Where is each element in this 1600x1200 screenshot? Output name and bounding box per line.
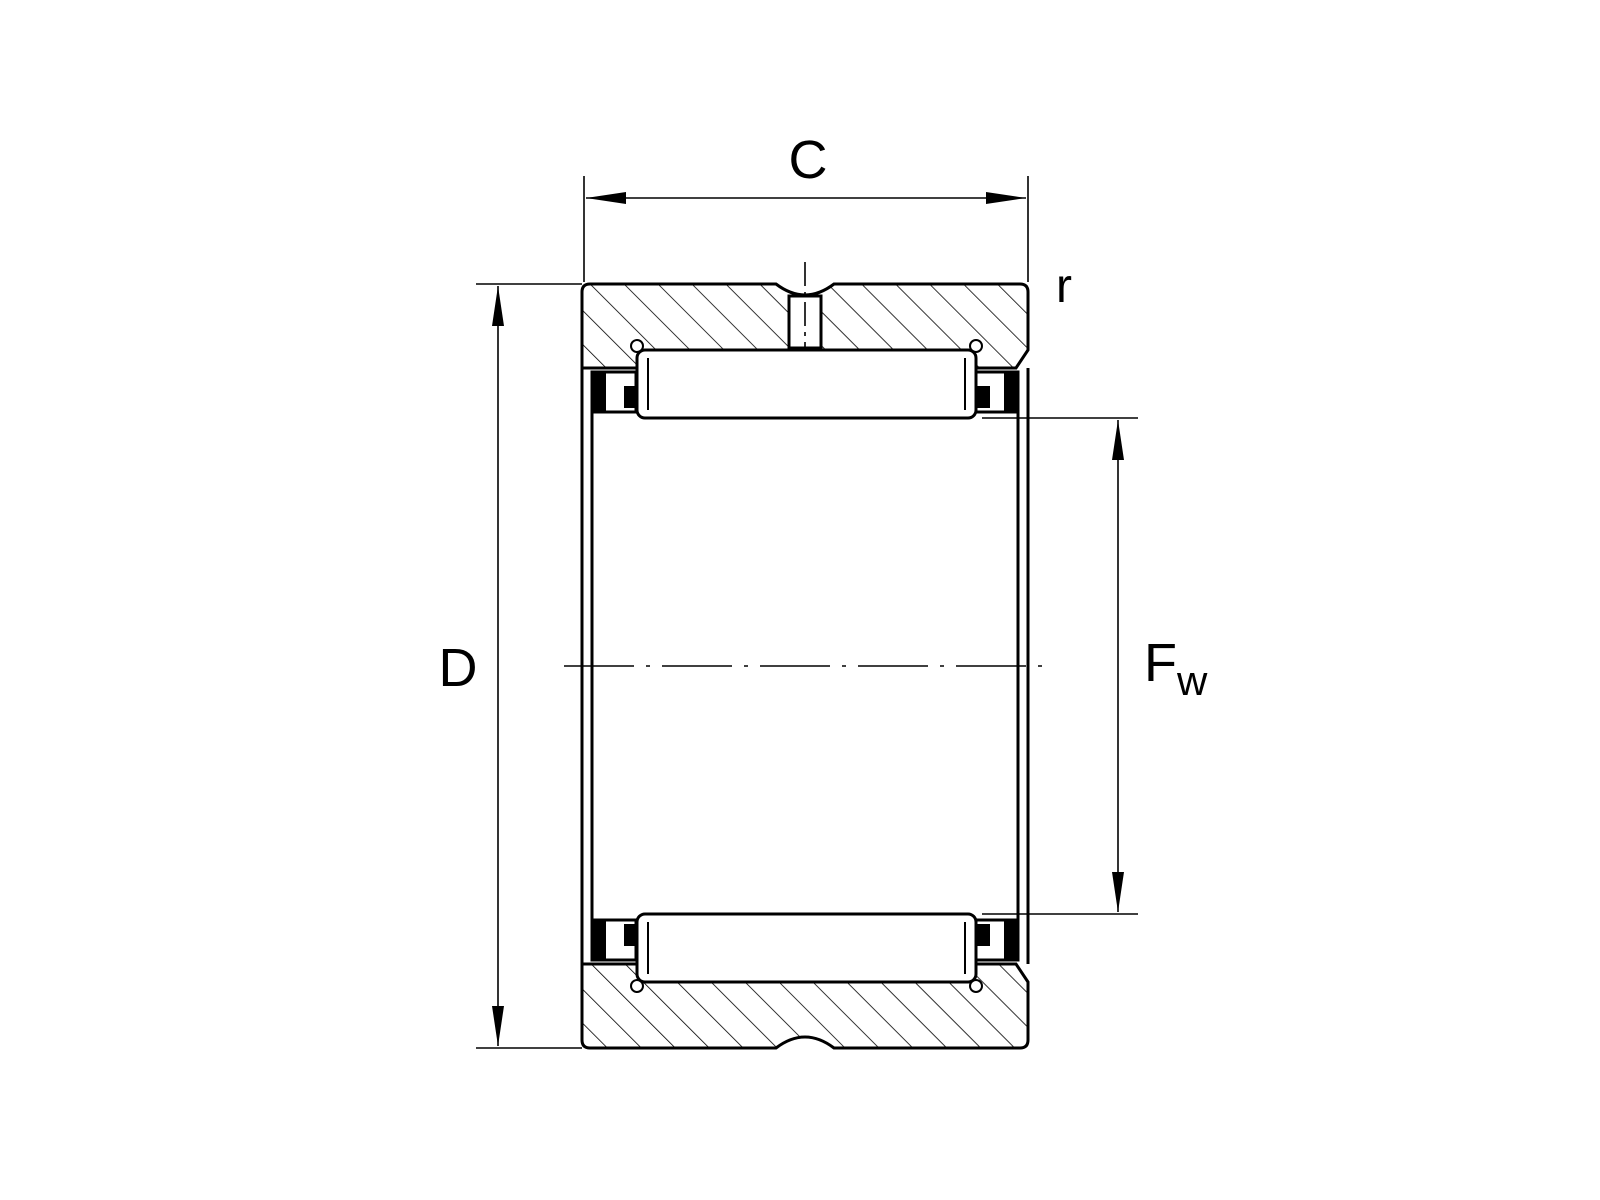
outer-ring-bottom xyxy=(580,962,1030,1050)
needle-roller-bottom xyxy=(635,912,978,984)
label-fw: Fw xyxy=(1144,633,1208,704)
cage xyxy=(590,370,1020,962)
dimension-fw: Fw xyxy=(982,417,1208,915)
dimension-c: C xyxy=(583,130,1029,282)
label-c: C xyxy=(789,130,828,190)
outer-ring-bottom-section xyxy=(580,962,1030,1050)
label-r: r xyxy=(1056,260,1072,313)
needle-roller-top xyxy=(635,348,978,420)
outer-ring-top xyxy=(580,262,1030,372)
snap-ring-left-top xyxy=(630,339,644,353)
dimension-d: D xyxy=(439,283,582,1049)
snap-ring-right-bottom xyxy=(969,979,983,993)
label-d: D xyxy=(439,638,478,698)
snap-ring-left-bottom xyxy=(630,979,644,993)
label-fw-sub: w xyxy=(1176,657,1208,704)
label-fw-main: F xyxy=(1144,633,1177,693)
needle-rollers xyxy=(635,348,978,984)
snap-ring-right-top xyxy=(969,339,983,353)
